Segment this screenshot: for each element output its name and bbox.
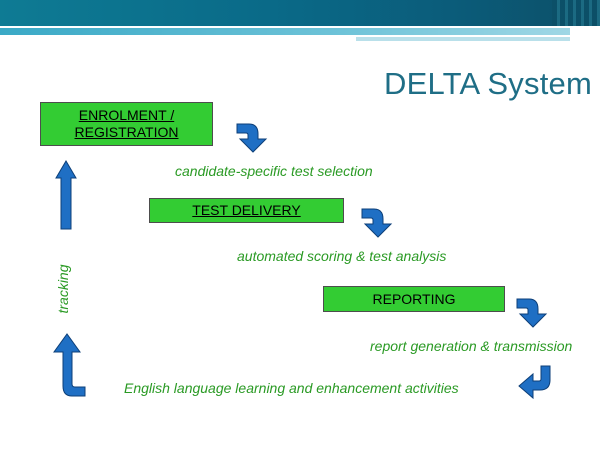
enrolment-label-line1: ENROLMENT / — [78, 107, 175, 123]
reporting-label: REPORTING — [372, 290, 456, 307]
header-stripe — [0, 28, 570, 35]
enrolment-registration-box: ENROLMENT / REGISTRATION — [40, 102, 213, 146]
report-generation-label: report generation & transmission — [370, 338, 573, 354]
reporting-box: REPORTING — [323, 286, 505, 312]
test-delivery-box: TEST DELIVERY — [149, 198, 344, 223]
enrolment-label-line2: REGISTRATION — [74, 124, 179, 140]
test-delivery-label: TEST DELIVERY — [192, 202, 301, 218]
up-arrow-icon — [55, 160, 77, 230]
tracking-label: tracking — [55, 264, 71, 314]
slide-title: DELTA System — [384, 66, 592, 101]
curved-down-arrow-icon — [361, 208, 393, 238]
curved-down-arrow-icon — [236, 123, 268, 153]
header-texture — [552, 0, 600, 26]
learning-activities-label: English language learning and enhancemen… — [124, 380, 459, 396]
test-selection-label: candidate-specific test selection — [175, 163, 373, 179]
curved-down-arrow-icon — [516, 298, 548, 328]
curved-left-arrow-icon — [518, 365, 551, 400]
curved-up-arrow-icon — [53, 333, 86, 397]
header-band — [0, 0, 600, 26]
header-stripe-thin — [356, 37, 570, 41]
scoring-analysis-label: automated scoring & test analysis — [237, 248, 447, 264]
